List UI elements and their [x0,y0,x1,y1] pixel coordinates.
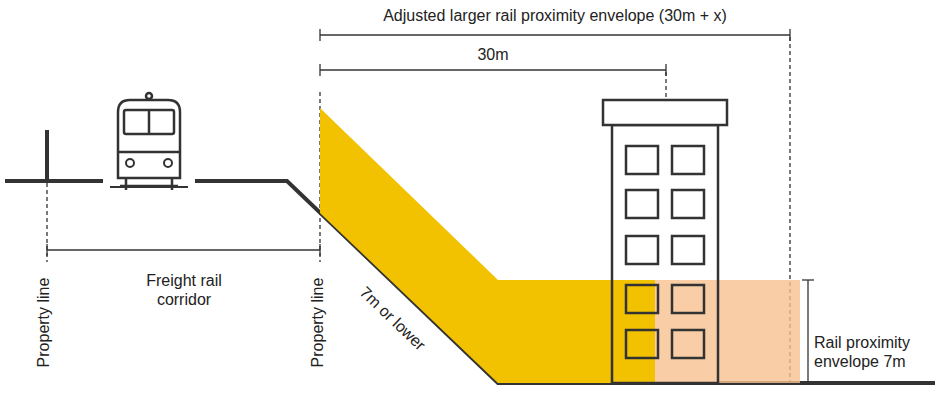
envelope-label: Rail proximity envelope 7m [814,333,932,371]
dimension-label: 30m [477,45,508,64]
property-line-label: Property line [308,277,327,367]
property-line-label: Property line [35,277,54,367]
corridor-label: Freight rail corridor [129,271,239,309]
dimension-label: Adjusted larger rail proximity envelope … [383,6,727,25]
